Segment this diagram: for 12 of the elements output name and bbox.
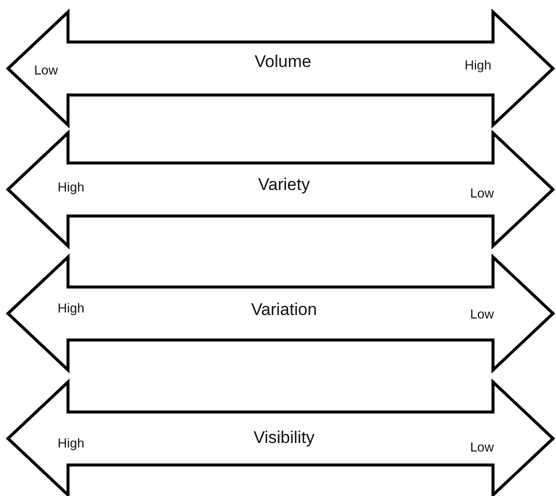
scale-label: Low [470,440,494,454]
scale-label: High [464,58,492,72]
scale-label: Low [470,186,494,200]
arrow-title: Variety [258,175,310,195]
arrow-title: Visibility [253,428,315,448]
arrow-title: Volume [254,52,312,72]
scale-label: High [58,180,84,194]
scale-label: Low [470,306,494,322]
scale-label: Low [34,62,58,78]
scale-label: High [58,436,84,450]
arrow-title: Variation [251,300,317,320]
scale-label: High [58,300,84,316]
